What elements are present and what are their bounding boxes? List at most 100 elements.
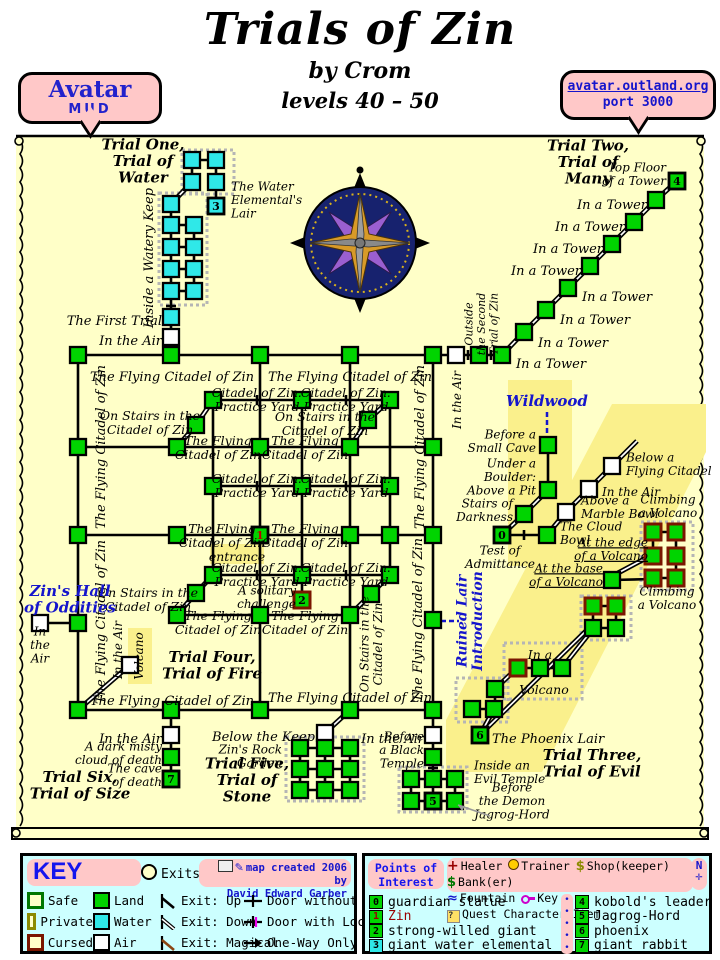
map-room: [184, 281, 204, 301]
quest-icon: ?: [447, 910, 460, 923]
poi-entry-label: giant rabbit: [594, 938, 688, 954]
key-entry-label: Safe: [48, 893, 79, 908]
room-number: 0: [498, 529, 506, 542]
map-room: [423, 610, 443, 630]
bank-icon: $: [447, 875, 457, 890]
map-room: [182, 172, 202, 192]
map-label: In a Tower: [576, 198, 648, 213]
map-room: [423, 345, 443, 365]
shop-icon: $: [575, 859, 585, 874]
exit-down-icon: [157, 914, 177, 931]
map-room-2: [292, 590, 312, 610]
cursed-icon: [27, 934, 44, 951]
map-room: [380, 390, 400, 410]
map-room: [602, 570, 622, 590]
map-room: [380, 525, 400, 545]
compass-mini-icon: ✛: [695, 869, 703, 883]
map-label: Citadel of Zin:Practice Yard: [301, 560, 391, 589]
poi-title-line1: Points of: [374, 861, 438, 875]
badge-mud-text: MUD: [68, 102, 112, 117]
map-room: [315, 780, 335, 800]
map-room: [292, 390, 312, 410]
map-room-5: [423, 791, 443, 811]
map-label: On Stairs in theCitadel of Zin: [357, 596, 385, 692]
poi-title: Points of Interest: [368, 859, 444, 889]
map-room: [401, 791, 421, 811]
map-credit: ✎map created 2006 by David Edward Garber: [199, 859, 351, 900]
map-label: The Flying Citadel of Zin: [413, 365, 428, 529]
map-room: [469, 345, 489, 365]
map-room: [643, 568, 663, 588]
map-room-0: [492, 525, 512, 545]
compass-rose-icon: [290, 166, 430, 313]
jagrog-arrowhead: [458, 805, 465, 811]
room-number: 4: [673, 175, 681, 188]
map-author: by Crom: [308, 58, 412, 84]
map-room: [340, 759, 360, 779]
poi-entry-label: kobold's leader: [594, 894, 712, 910]
key-entry-exit-magical: Exit: Magical: [157, 932, 279, 953]
map-label: The Flying Citadel of Zin: [94, 540, 109, 704]
room-number: 7: [167, 773, 175, 786]
map-label: The Flying Citadel of Zin: [90, 694, 254, 709]
key-entry-exit-down: Exit: Down: [157, 911, 256, 932]
map-room: [492, 345, 512, 365]
poi-number-chip: 4: [575, 895, 589, 909]
map-label: Trial Four,Trial of Fire: [162, 648, 262, 683]
key-entry-door: Door without Lock: [243, 890, 395, 911]
room-number: 3: [212, 200, 220, 213]
service-key: Key: [521, 890, 558, 906]
service-label: Fountain: [459, 891, 516, 905]
map-room: [530, 658, 550, 678]
page-header: Trials of Zin by Crom levels 40 – 50 Ava…: [0, 0, 720, 128]
map-room: [514, 504, 534, 524]
map-room: [161, 237, 181, 257]
map-room: [380, 476, 400, 496]
key-entry-label: Exit: Down: [181, 914, 257, 929]
map-room: [514, 322, 534, 342]
map-room: [606, 618, 626, 638]
map-label: In a Tower: [532, 242, 604, 257]
poi-number-chip: 6: [575, 924, 589, 939]
map-label: In a Tower: [554, 220, 626, 235]
poi-divider: •••••: [561, 894, 573, 954]
map-label: Outsidethe SecondTrial of Zin: [463, 293, 501, 355]
avatar-mud-badge: Avatar MUD: [18, 72, 162, 124]
key-entry-label: Door with Lock: [267, 914, 373, 929]
map-room: [646, 190, 666, 210]
map-room: [250, 437, 270, 457]
land-icon: [93, 892, 110, 909]
map-label: Citadel of Zin:Practice Yard: [212, 471, 302, 500]
map-room: [340, 700, 360, 720]
map-label: Citadel of Zin:Practice Yard: [212, 385, 302, 414]
poi-entry-4: 4 kobold's leader: [575, 895, 711, 910]
map-room: [579, 479, 599, 499]
service-shop: $Shop(keeper): [576, 858, 670, 874]
map-label: Volcano: [132, 632, 146, 679]
map-room: [558, 278, 578, 298]
map-label: The Flying Citadel of Zin: [268, 370, 432, 385]
map-room: [380, 565, 400, 585]
key-entry-label: Land: [114, 893, 145, 908]
one-way-icon: [243, 935, 263, 951]
service-label: Bank(er): [458, 875, 514, 889]
